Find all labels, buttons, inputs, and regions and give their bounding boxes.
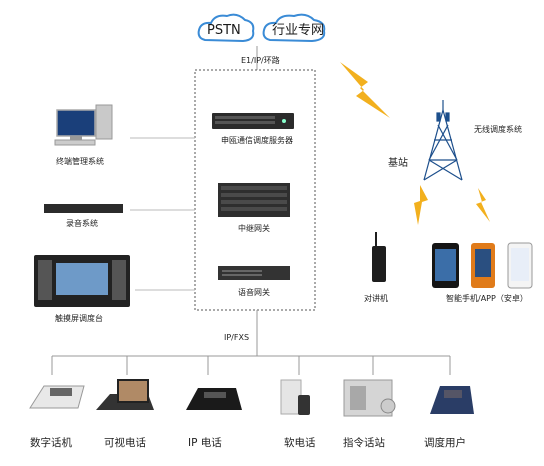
softphone-label: 软电话 bbox=[284, 437, 316, 449]
walkie-talkie-icon bbox=[372, 232, 386, 282]
dispatch-server-icon bbox=[212, 113, 294, 129]
lightning-icon bbox=[414, 185, 428, 225]
android-phone-icon bbox=[507, 242, 533, 289]
lightning-icon bbox=[340, 62, 390, 118]
walkie-talkie-label: 对讲机 bbox=[364, 294, 388, 303]
relay-gateway-icon bbox=[218, 183, 290, 217]
touch-console-label: 触摸屏调度台 bbox=[55, 314, 103, 323]
dispatch-server-label: 申瓯通信调度服务器 bbox=[221, 136, 293, 145]
bus-label: IP/FXS bbox=[224, 333, 250, 342]
ip-phone-label: IP 电话 bbox=[188, 437, 222, 449]
terminal-mgmt-label: 终端管理系统 bbox=[56, 157, 104, 166]
dispatch-user-phone-icon bbox=[430, 386, 474, 414]
smartphone-label: 智能手机/APP（安卓） bbox=[446, 294, 528, 303]
digital-phone-label: 数字话机 bbox=[30, 437, 72, 449]
ip-phone-icon bbox=[186, 388, 242, 410]
touch-console-icon bbox=[34, 255, 130, 307]
network-cloud-icon bbox=[262, 13, 326, 43]
lightning-icon bbox=[476, 188, 490, 222]
command-station-icon bbox=[343, 379, 396, 417]
base-station-label: 基站 bbox=[388, 158, 408, 169]
relay-gateway-label: 中继网关 bbox=[238, 224, 270, 233]
smartphone-icon bbox=[432, 243, 459, 288]
pstn-label: PSTN bbox=[207, 23, 241, 38]
computer-icon bbox=[54, 104, 113, 146]
private-network-label: 行业专网 bbox=[272, 23, 325, 38]
base-station-tower-icon bbox=[423, 100, 463, 181]
server-frame bbox=[194, 69, 316, 311]
softphone-icon bbox=[280, 379, 310, 415]
video-phone-label: 可视电话 bbox=[104, 437, 146, 449]
pstn-cloud-icon bbox=[197, 13, 255, 43]
link-type-label: E1/IP/环路 bbox=[241, 56, 280, 65]
command-station-label: 指令话站 bbox=[343, 437, 385, 449]
video-phone-icon bbox=[96, 379, 154, 410]
rugged-phone-icon bbox=[471, 243, 495, 288]
voice-gateway-label: 语音网关 bbox=[238, 288, 270, 297]
voice-gateway-icon bbox=[218, 266, 290, 280]
dispatch-user-label: 调度用户 bbox=[424, 437, 466, 449]
digital-phone-icon bbox=[29, 385, 85, 409]
recording-label: 录音系统 bbox=[66, 219, 98, 228]
wireless-system-label: 无线调度系统 bbox=[474, 125, 522, 134]
recorder-device-icon bbox=[44, 204, 123, 213]
